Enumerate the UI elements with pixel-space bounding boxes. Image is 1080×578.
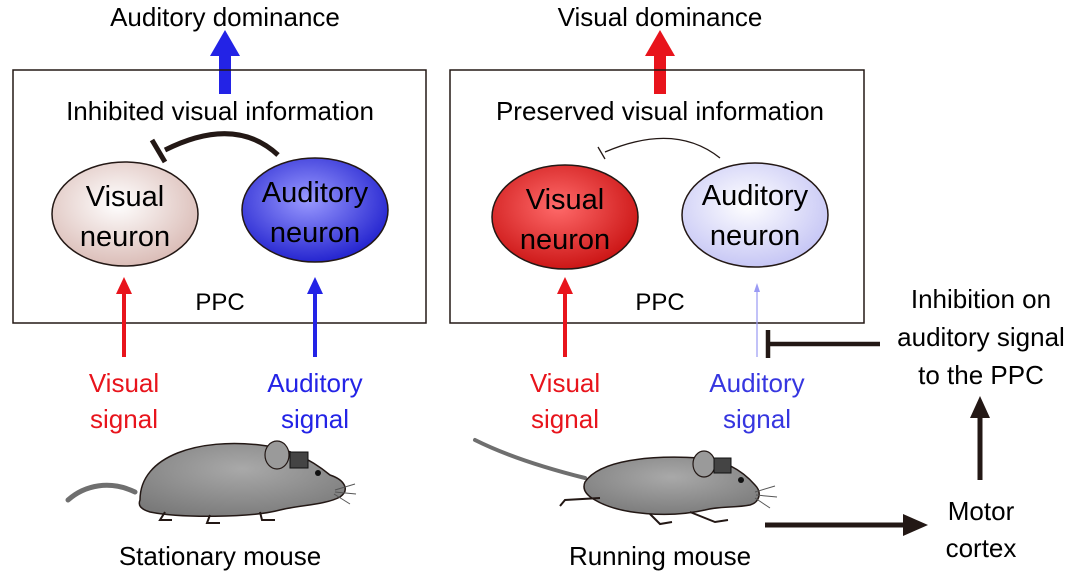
- inhibition-label-1: Inhibition on: [911, 284, 1051, 314]
- left-box-caption: Inhibited visual information: [66, 96, 374, 126]
- left-inhibition-arc: [149, 131, 280, 164]
- right-inhibition-arc: [597, 137, 721, 160]
- left-auditory-signal-1: Auditory: [267, 368, 362, 398]
- inhibition-label-3: to the PPC: [918, 360, 1044, 390]
- mouse-to-motor-arrow: [765, 514, 928, 536]
- side-pathway: Inhibition on auditory signal to the PPC…: [765, 284, 1065, 563]
- right-ppc-label: PPC: [635, 289, 684, 316]
- left-panel: Auditory dominance Inhibited visual info…: [12, 2, 427, 571]
- right-visual-neuron: [491, 164, 639, 270]
- right-mouse-label: Running mouse: [569, 541, 751, 571]
- left-output-label: Auditory dominance: [110, 2, 340, 32]
- inhibition-label-2: auditory signal: [897, 322, 1065, 352]
- motor-label-2: cortex: [946, 533, 1017, 563]
- left-mouse-label: Stationary mouse: [119, 541, 321, 571]
- right-auditory-neuron-label-2: neuron: [710, 220, 800, 252]
- left-ppc-box: [12, 69, 427, 324]
- stationary-mouse-illustration: [65, 440, 357, 524]
- left-auditory-neuron-label-2: neuron: [270, 217, 360, 249]
- left-visual-signal-1: Visual: [89, 368, 159, 398]
- left-auditory-input-arrow: [307, 277, 323, 357]
- left-ppc-label: PPC: [195, 289, 244, 316]
- right-output-label: Visual dominance: [558, 2, 763, 32]
- right-visual-signal-2: signal: [531, 404, 599, 434]
- left-visual-signal-2: signal: [90, 404, 158, 434]
- right-ppc-box: [449, 69, 865, 324]
- right-visual-input-arrow: [557, 277, 573, 357]
- left-visual-neuron: [51, 161, 199, 267]
- right-auditory-neuron: [681, 162, 829, 268]
- left-visual-neuron-label-1: Visual: [86, 181, 164, 213]
- right-output-arrow: [645, 30, 675, 94]
- right-visual-neuron-label-2: neuron: [520, 224, 610, 256]
- right-box-caption: Preserved visual information: [496, 96, 824, 126]
- right-auditory-signal-1: Auditory: [709, 368, 804, 398]
- auditory-inhibition-line: [765, 330, 880, 358]
- motor-to-inhibition-arrow: [970, 396, 990, 480]
- left-auditory-neuron-label-1: Auditory: [262, 177, 369, 209]
- motor-label-1: Motor: [948, 496, 1015, 526]
- right-panel: Visual dominance Preserved visual inform…: [449, 2, 865, 571]
- right-auditory-signal-2: signal: [723, 404, 791, 434]
- left-auditory-signal-2: signal: [281, 404, 349, 434]
- running-mouse-illustration: [473, 438, 778, 526]
- left-output-arrow: [210, 30, 240, 94]
- left-visual-input-arrow: [116, 277, 132, 357]
- right-auditory-input-arrow-weak: [754, 283, 760, 357]
- right-visual-neuron-label-1: Visual: [526, 184, 604, 216]
- right-auditory-neuron-label-1: Auditory: [702, 180, 809, 212]
- left-visual-neuron-label-2: neuron: [80, 221, 170, 253]
- left-auditory-neuron: [241, 157, 389, 263]
- right-visual-signal-1: Visual: [530, 368, 600, 398]
